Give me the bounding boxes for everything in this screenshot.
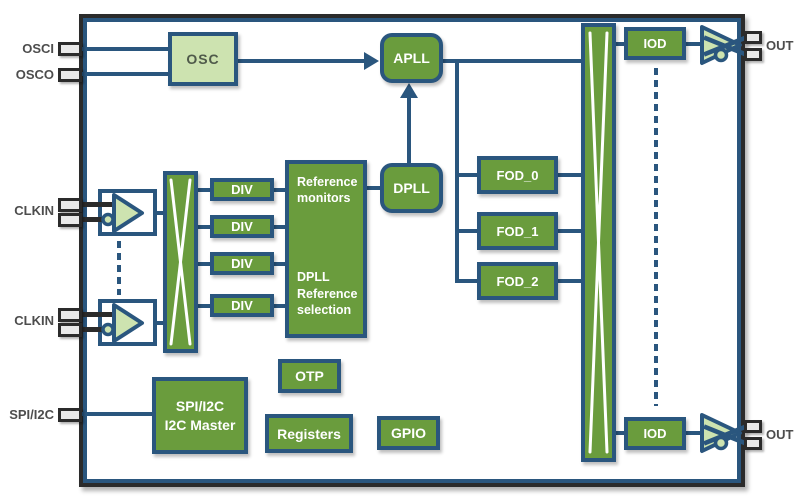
- i2c-master-label: I2C Master: [164, 416, 236, 433]
- pin-label-spi-i2c: SPI/I2C: [9, 407, 54, 422]
- pin-out-bottom-n: [744, 437, 762, 450]
- wire-xbar-iod-top: [616, 42, 624, 46]
- wire-xbar-iod-bottom: [616, 431, 624, 435]
- div-block-1: DIV: [210, 215, 274, 238]
- wire-iod-buf-top: [686, 42, 702, 46]
- wire-ref-dpll: [367, 186, 380, 190]
- wire-fod2-in: [455, 279, 477, 283]
- otp-block: OTP: [278, 359, 341, 393]
- wire-div3-ref: [274, 304, 285, 308]
- wire-fod2-out: [558, 279, 581, 283]
- crossbar-x-icon: [588, 31, 609, 454]
- wire-xbar-div2: [197, 262, 210, 266]
- wire-fod1-in: [455, 229, 477, 233]
- spi-i2c-master-block: SPI/I2C I2C Master: [152, 377, 248, 454]
- iod-top-block: IOD: [624, 27, 686, 60]
- pin-clkin2-p: [58, 308, 82, 322]
- wire-clkin1-n: [78, 217, 106, 222]
- pin-osco: [58, 68, 82, 82]
- wire-fod1-out: [558, 229, 581, 233]
- fod0-block: FOD_0: [477, 156, 558, 194]
- spi-i2c-label: SPI/I2C: [175, 397, 225, 414]
- wire-osc-apll: [238, 59, 366, 63]
- dpll-reference-selection-label: DPLL Reference selection: [297, 270, 358, 317]
- wire-iod-buf-bottom: [686, 431, 702, 435]
- pin-label-clkin2: CLKIN: [14, 313, 54, 328]
- wire-clkin1-p: [78, 202, 118, 207]
- fod2-block: FOD_2: [477, 262, 558, 300]
- apll-block: APLL: [380, 33, 443, 83]
- output-driver-buffer-icon: [700, 413, 747, 453]
- wire-osci-osc: [76, 47, 170, 51]
- clkin-input-buffer-icon: [101, 193, 144, 233]
- wire-apll-crossbar: [443, 59, 582, 63]
- fod1-block: FOD_1: [477, 212, 558, 250]
- wire-fod-trunk: [455, 59, 459, 283]
- wire-div1-ref: [274, 225, 285, 229]
- pin-clkin1-p: [58, 198, 82, 212]
- wire-osco-osc: [76, 72, 170, 76]
- div-block-3: DIV: [210, 294, 274, 317]
- wire-fod0-out: [558, 173, 581, 177]
- wire-spi-block: [76, 412, 152, 416]
- pin-label-out-bottom: OUT: [766, 427, 794, 442]
- pin-spi-i2c: [58, 408, 82, 422]
- dashed-line-outputs: [654, 68, 658, 406]
- iod-bottom-block: IOD: [624, 417, 686, 450]
- pin-label-clkin1: CLKIN: [14, 203, 54, 218]
- div-block-2: DIV: [210, 252, 274, 275]
- pin-clkin2-n: [58, 323, 82, 337]
- reference-block: Reference monitors DPLL Reference select…: [285, 160, 367, 338]
- osc-block: OSC: [168, 32, 238, 86]
- div-block-0: DIV: [210, 178, 274, 201]
- wire-clkin2-p: [78, 312, 118, 317]
- wire-xbar-div1: [197, 225, 210, 229]
- wire-dpll-apll: [407, 97, 411, 163]
- output-driver-buffer-icon: [700, 25, 747, 65]
- arrowhead-dpll-apll-icon: [400, 83, 418, 98]
- pin-osci: [58, 42, 82, 56]
- wire-xbar-div3: [197, 304, 210, 308]
- dpll-block: DPLL: [380, 163, 443, 213]
- pin-out-bottom-p: [744, 420, 762, 433]
- wire-clkin2-n: [78, 327, 106, 332]
- arrowhead-osc-apll-icon: [364, 52, 379, 70]
- pin-clkin1-n: [58, 213, 82, 227]
- reference-monitors-label: Reference monitors: [297, 175, 358, 206]
- wire-buf1-xbar: [155, 211, 165, 215]
- pin-label-osci: OSCI: [22, 41, 54, 56]
- wire-div2-ref: [274, 262, 285, 266]
- gpio-block: GPIO: [377, 416, 440, 450]
- pin-label-osco: OSCO: [15, 67, 54, 82]
- crossbar-x-icon: [169, 178, 192, 346]
- output-crossbar-mux: [581, 23, 616, 462]
- registers-block: Registers: [265, 414, 353, 453]
- clkin-input-buffer-icon: [101, 303, 144, 343]
- pin-out-top-p: [744, 31, 762, 44]
- dashed-line-clkin: [117, 241, 121, 295]
- pin-out-top-n: [744, 48, 762, 61]
- pin-label-out-top: OUT: [766, 38, 794, 53]
- wire-fod0-in: [455, 173, 477, 177]
- wire-xbar-div0: [197, 188, 210, 192]
- wire-buf2-xbar: [155, 321, 165, 325]
- wire-div0-ref: [274, 188, 285, 192]
- input-crossbar-mux: [163, 171, 198, 353]
